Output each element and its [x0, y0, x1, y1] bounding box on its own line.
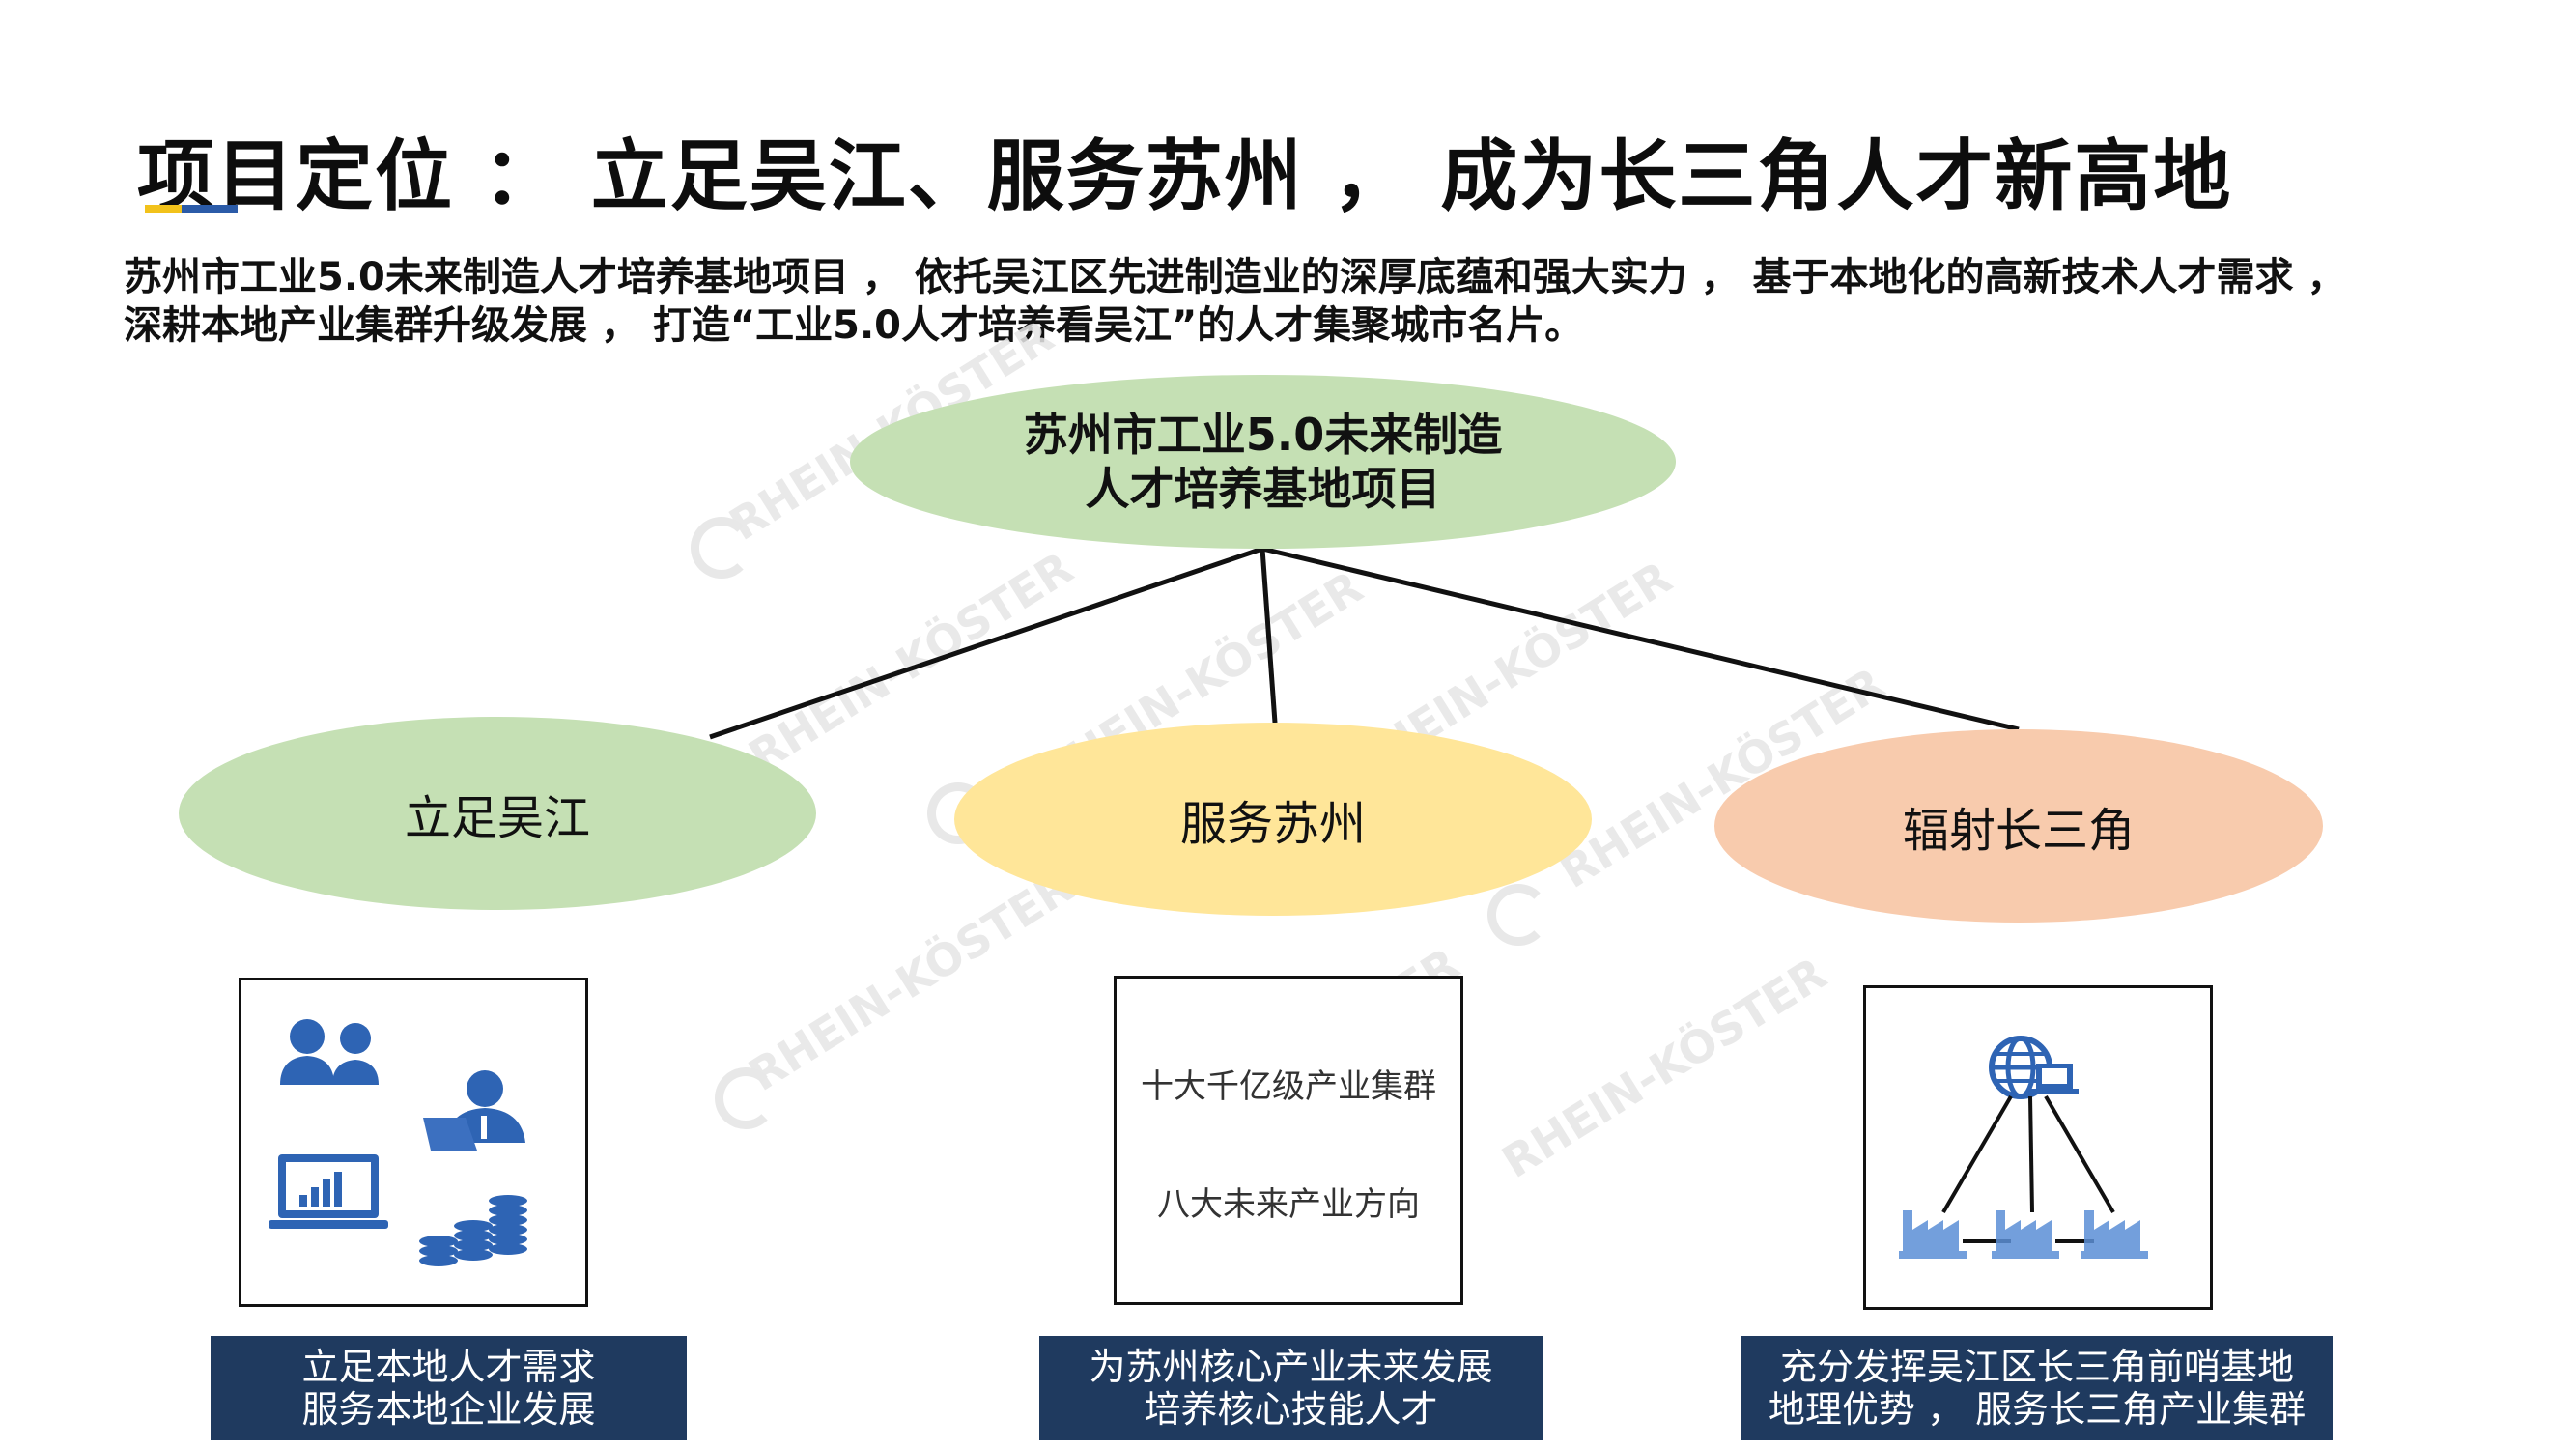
- watermark-logo-icon: [715, 1067, 777, 1129]
- banner-left-line-1: 立足本地人才需求: [301, 1346, 596, 1388]
- coin-stack-icon: [419, 1195, 527, 1266]
- laptop-chart-icon: [269, 1154, 388, 1229]
- root-label-line-2: 人才培养基地项目: [1085, 463, 1441, 515]
- connector-mid: [1260, 548, 1278, 724]
- box-mid-item-2: 八大未来产业方向: [1157, 1185, 1420, 1224]
- watermark-logo-icon: [927, 782, 989, 844]
- watermark-logo-icon: [691, 517, 752, 579]
- banner-right-line-2: 地理优势 ， 服务长三角产业集群: [1768, 1388, 2307, 1431]
- node-left-label: 立足吴江: [404, 791, 590, 845]
- connector-right: [1261, 546, 2020, 732]
- intro-line-2: 深耕本地产业集群升级发展 ， 打造“工业5.0人才培养看吴江”的人才集聚城市名片…: [124, 303, 1584, 348]
- people-icon: [280, 1019, 379, 1085]
- banner-right: 充分发挥吴江区长三角前哨基地 地理优势 ， 服务长三角产业集群: [1741, 1336, 2333, 1440]
- watermark-logo-icon: [1487, 884, 1549, 946]
- root-node: 苏州市工业5.0未来制造 人才培养基地项目: [850, 375, 1676, 549]
- banner-mid: 为苏州核心产业未来发展 培养核心技能人才: [1039, 1336, 1543, 1440]
- banner-mid-line-2: 培养核心技能人才: [1144, 1388, 1438, 1431]
- banner-right-line-1: 充分发挥吴江区长三角前哨基地: [1779, 1346, 2294, 1388]
- title-accent-blue: [182, 205, 238, 213]
- banner-left-line-2: 服务本地企业发展: [301, 1388, 596, 1431]
- intro-line-1: 苏州市工业5.0未来制造人才培养基地项目 ， 依托吴江区先进制造业的深厚底蕴和强…: [124, 255, 2346, 299]
- node-left: 立足吴江: [179, 717, 816, 910]
- banner-mid-line-1: 为苏州核心产业未来发展: [1089, 1346, 1493, 1388]
- connector-left: [709, 546, 1263, 740]
- node-right-label: 辐射长三角: [1902, 804, 2135, 858]
- banner-left: 立足本地人才需求 服务本地企业发展: [211, 1336, 687, 1440]
- box-mid: 十大千亿级产业集群 八大未来产业方向: [1114, 976, 1463, 1305]
- box-mid-item-1: 十大千亿级产业集群: [1141, 1067, 1436, 1106]
- box-right: [1863, 985, 2213, 1310]
- page-title: 项目定位 ： 立足吴江、服务苏州 ， 成为长三角人才新高地: [137, 131, 2233, 221]
- box-left: [239, 978, 588, 1307]
- title-accent-yellow: [145, 205, 182, 213]
- node-mid-label: 服务苏州: [1179, 797, 1366, 851]
- globe-laptop-icon: [1989, 1036, 2079, 1099]
- node-right: 辐射长三角: [1714, 729, 2323, 923]
- intro-paragraph: 苏州市工业5.0未来制造人才培养基地项目 ， 依托吴江区先进制造业的深厚底蕴和强…: [124, 253, 2500, 350]
- businessman-laptop-icon: [423, 1070, 525, 1151]
- node-mid: 服务苏州: [954, 723, 1592, 916]
- root-label-line-1: 苏州市工业5.0未来制造: [1023, 409, 1503, 461]
